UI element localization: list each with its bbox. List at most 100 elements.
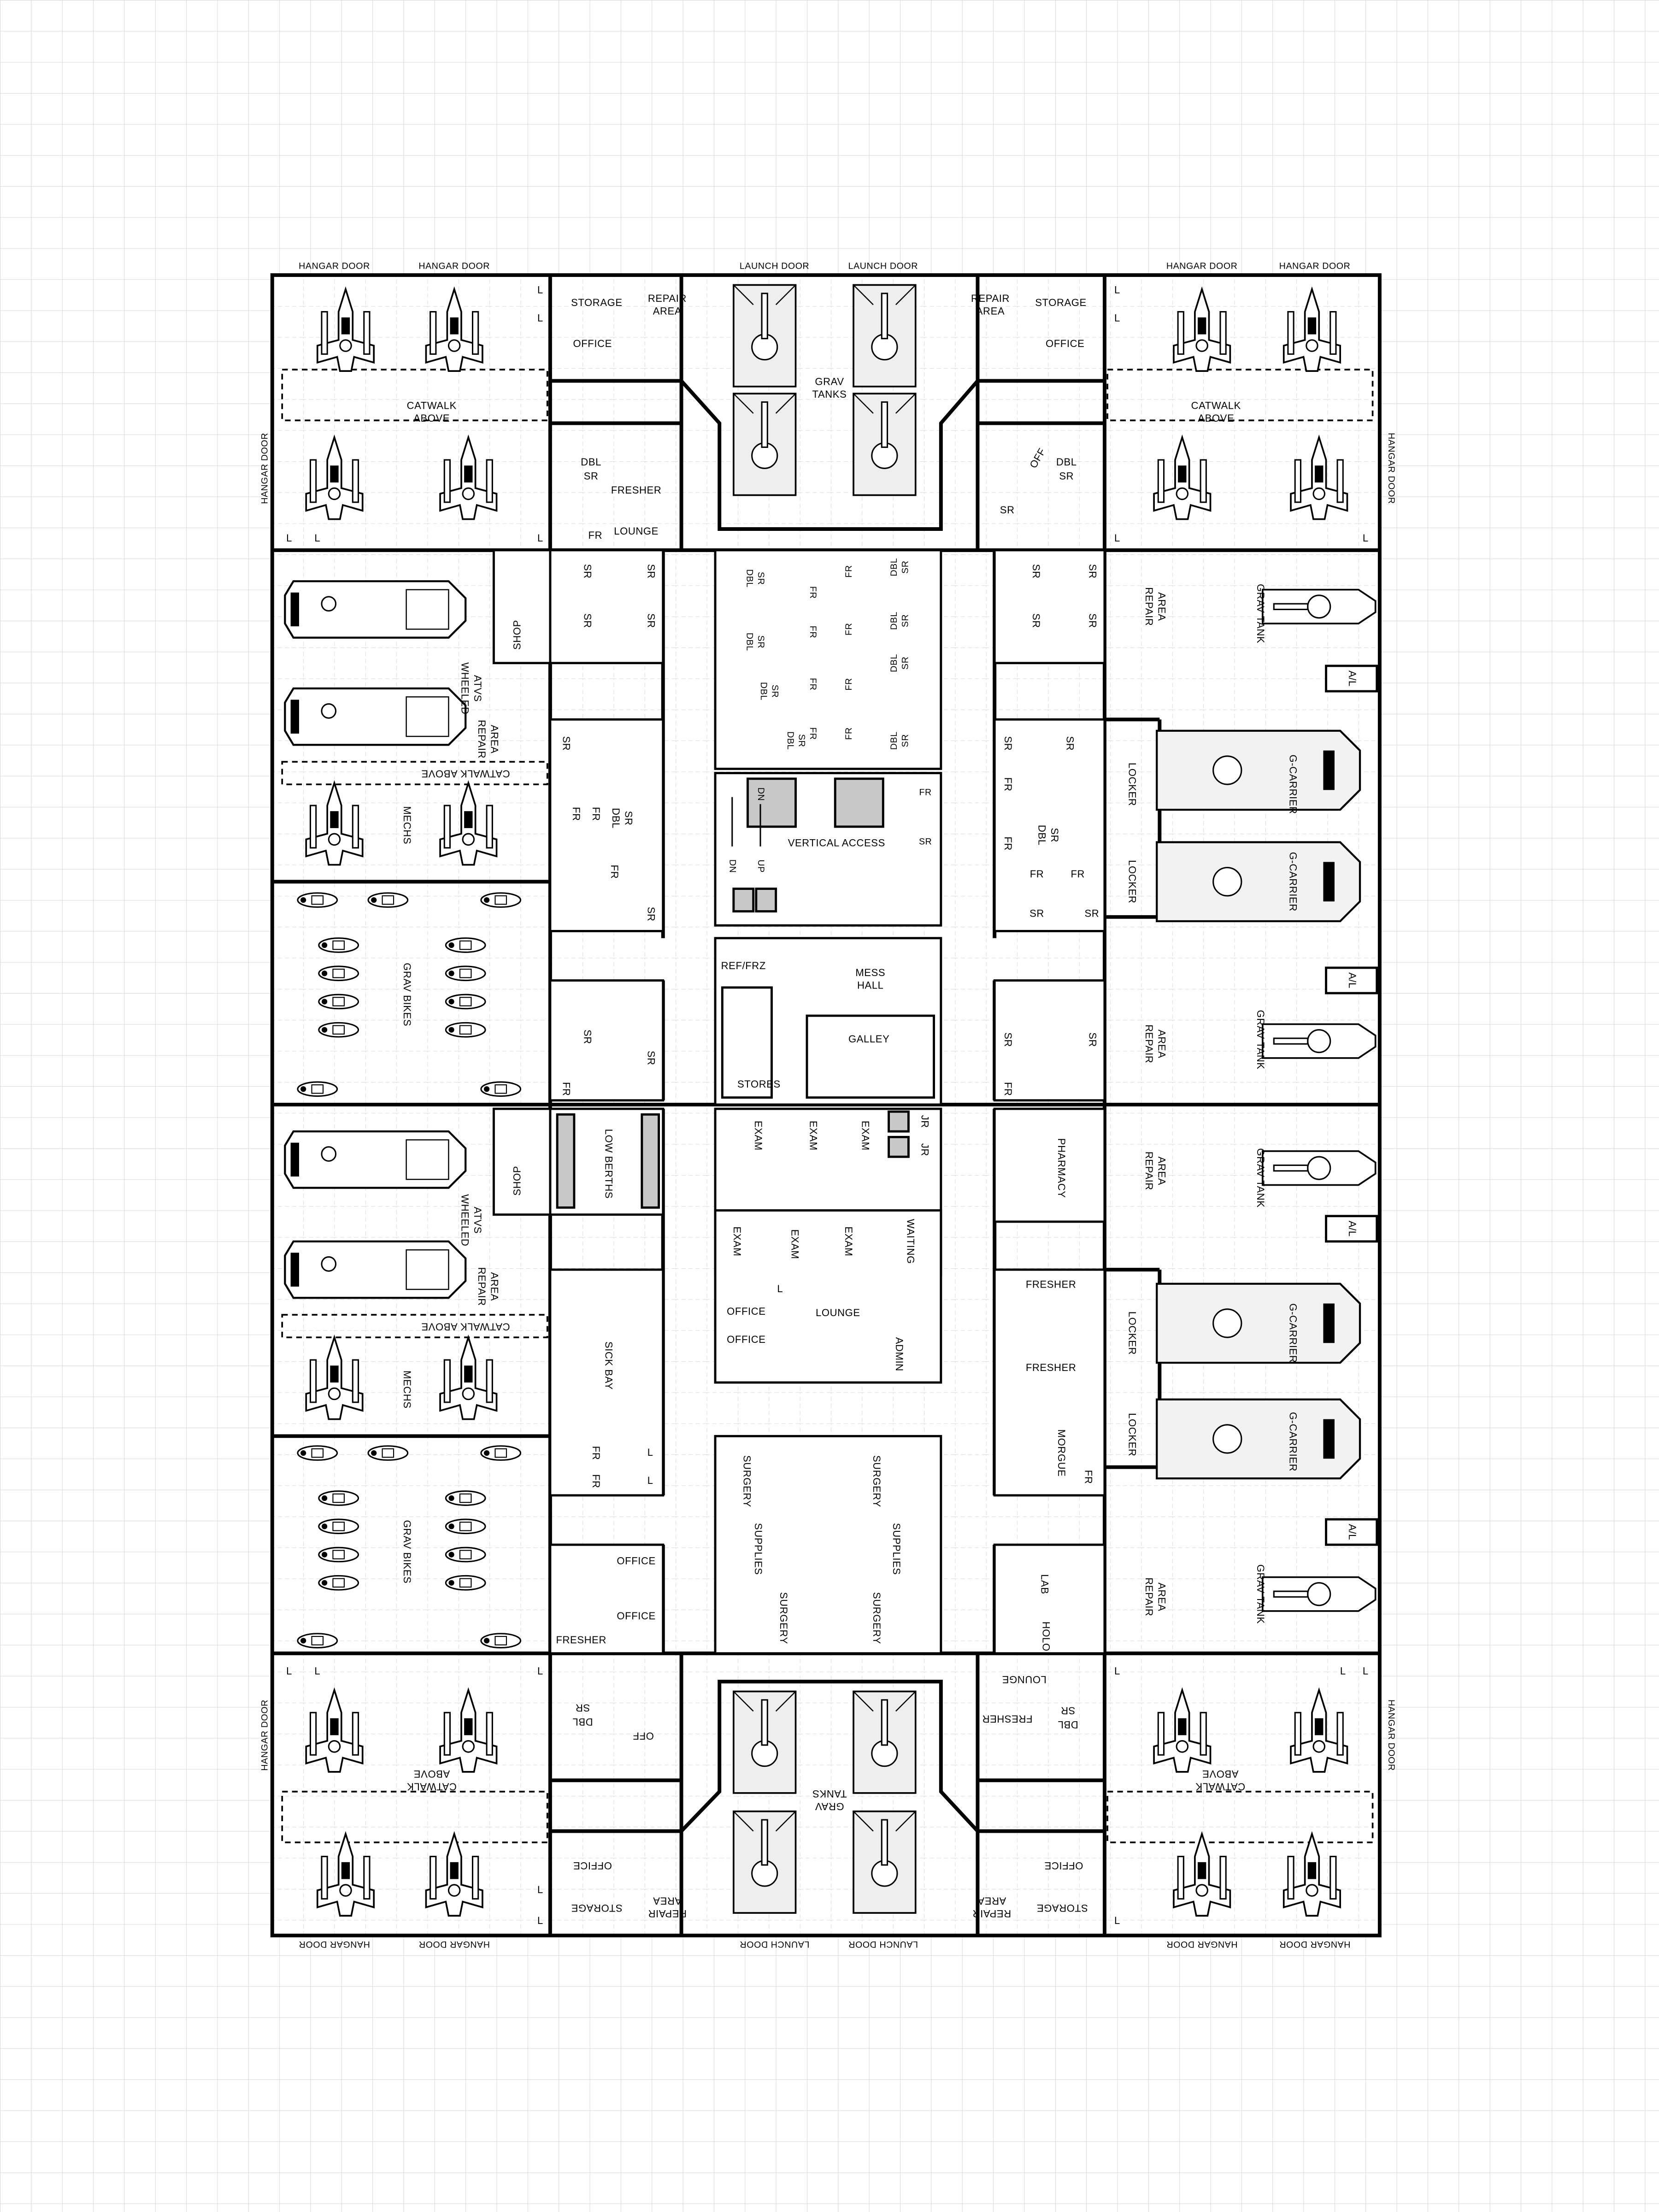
dbl-label: DBL xyxy=(785,731,795,750)
wheeled-atvs-label: ATVS xyxy=(472,675,483,702)
repair-area-label: AREA xyxy=(976,305,1005,317)
sr-label: SR xyxy=(1087,564,1099,579)
g-carrier-label: G-CARRIER xyxy=(1287,1412,1299,1471)
grav-tank-icon xyxy=(733,284,797,388)
lower-left-labels: SHOP LOW BERTHS WHEELED ATVS REPAIR AREA… xyxy=(401,1129,655,1646)
catwalk-label: CATWALK ABOVE xyxy=(421,1321,510,1333)
grav-tank-icon xyxy=(853,393,917,496)
galley-label: GALLEY xyxy=(848,1033,889,1045)
repair-area-label: AREA xyxy=(1156,592,1168,621)
locker-label: L xyxy=(1114,1915,1120,1926)
locker-label: L xyxy=(1340,1665,1346,1677)
stairs-down-label: DN xyxy=(728,859,738,873)
grav-tank-icon xyxy=(733,1690,797,1794)
grav-tank-icon xyxy=(1261,1023,1377,1059)
fresher-label: FRESHER xyxy=(611,484,662,496)
locker-label: L xyxy=(1363,532,1369,544)
fr-label: FR xyxy=(808,727,818,740)
locker-label: L xyxy=(777,1283,783,1294)
fr-label: FR xyxy=(844,727,854,740)
catwalk-label: ABOVE xyxy=(413,1768,450,1780)
admin-label: ADMIN xyxy=(894,1337,905,1371)
hangar-door-label: HANGAR DOOR xyxy=(299,1939,370,1949)
upper-left-rooms-labels: SR SR SR SR FR FR SR DBL SR FR SR SR FR … xyxy=(561,564,657,1096)
office-label: OFFICE xyxy=(617,1610,655,1622)
sr-label: SR xyxy=(561,736,572,751)
office-label: OFFICE xyxy=(573,1860,612,1871)
mechs-label: MECHS xyxy=(401,1371,413,1409)
fr-label: FR xyxy=(1082,1470,1094,1484)
repair-area-label: REPAIR xyxy=(1143,1577,1155,1616)
dbl-sr-label: SR xyxy=(575,1702,590,1713)
locker-label: L xyxy=(314,532,320,544)
catwalk-label: CATWALK xyxy=(407,400,457,411)
hangar-door-label: HANGAR DOOR xyxy=(1166,261,1238,271)
locker-label: L xyxy=(1114,532,1120,544)
bottom-section-labels: HANGAR DOOR HANGAR DOOR HANGAR DOOR HANG… xyxy=(260,1665,1397,1949)
supplies-label: SUPPLIES xyxy=(753,1523,764,1575)
sr-label: SR xyxy=(1000,504,1015,516)
repair-area-label: REPAIR xyxy=(648,1908,687,1919)
sr-label: SR xyxy=(1030,613,1042,628)
catwalks xyxy=(281,369,1374,1843)
sr-label: SR xyxy=(645,1051,657,1065)
dbl-label: DBL xyxy=(759,682,769,700)
sr-label: SR xyxy=(645,613,657,628)
g-carrier-icon xyxy=(1157,1400,1360,1478)
sr-label: SR xyxy=(645,907,657,922)
lounge-label: LOUNGE xyxy=(614,525,659,537)
storage-label: STORAGE xyxy=(571,297,623,308)
fr-label: FR xyxy=(844,565,854,577)
grav-tank-icon xyxy=(1261,1576,1377,1612)
sr-label: SR xyxy=(1049,828,1060,842)
upper-right-labels: REPAIR AREA GRAV TANK A/L LOCKER G-CARRI… xyxy=(1126,584,1378,1070)
hangar-door-label: HANGAR DOOR xyxy=(418,261,490,271)
office-label: OFFICE xyxy=(1044,1860,1083,1871)
locker-label: L xyxy=(537,1884,543,1895)
fresher-label: FRESHER xyxy=(1026,1279,1077,1290)
repair-area-label: AREA xyxy=(489,1272,500,1301)
dbl-label: DBL xyxy=(744,569,754,588)
catwalk-label: ABOVE xyxy=(1202,1768,1238,1780)
fr-label: FR xyxy=(571,807,582,821)
mess-hall-label: MESS xyxy=(855,967,885,978)
launch-door-label: LAUNCH DOOR xyxy=(740,261,809,271)
grav-tank-icon xyxy=(853,1690,917,1794)
locker-label: LOCKER xyxy=(1126,763,1138,806)
sr-label: SR xyxy=(582,564,594,579)
catwalk-label: CATWALK xyxy=(1195,1781,1245,1793)
catwalk-label: CATWALK xyxy=(407,1781,457,1793)
shop-label: SHOP xyxy=(511,1166,523,1196)
fresher-label: FRESHER xyxy=(1026,1362,1077,1373)
sr-label: SR xyxy=(756,572,766,585)
grav-tank-icon xyxy=(1261,1150,1377,1186)
surgery-label: SURGERY xyxy=(778,1592,789,1644)
locker-label: L xyxy=(537,284,543,295)
dbl-sr-label: DBL xyxy=(572,1716,593,1728)
fr-label: FR xyxy=(1002,836,1014,851)
dbl-label: DBL xyxy=(1036,825,1047,846)
sr-label: SR xyxy=(1030,564,1042,579)
airlock-label: A/L xyxy=(1347,1524,1358,1540)
repair-area-label: REPAIR xyxy=(1143,1152,1155,1190)
surgery-label: SURGERY xyxy=(871,1455,882,1507)
locker-label: L xyxy=(537,312,543,324)
catwalk-label: ABOVE xyxy=(413,412,450,424)
dbl-sr-label: SR xyxy=(1059,471,1074,482)
locker-label: L xyxy=(1114,1665,1120,1677)
grav-tank-icon xyxy=(733,1810,797,1914)
sr-label: SR xyxy=(623,811,634,826)
dbl-sr-label: SR xyxy=(1060,1705,1075,1716)
exam-label: EXAM xyxy=(807,1121,819,1151)
locker-label: L xyxy=(537,532,543,544)
grav-tank-label: GRAV TANK xyxy=(1255,1565,1266,1624)
sr-label: SR xyxy=(1087,1032,1099,1047)
grav-tanks-label: TANKS xyxy=(812,388,847,400)
lounge-label: LOUNGE xyxy=(816,1307,860,1318)
sr-label: SR xyxy=(919,837,932,847)
fresher-label: FRESHER xyxy=(556,1634,606,1646)
wheeled-atvs-label: ATVS xyxy=(472,1207,483,1234)
low-berths-label: LOW BERTHS xyxy=(603,1129,615,1199)
repair-area-label: AREA xyxy=(489,725,500,753)
catwalk-label: CATWALK ABOVE xyxy=(421,768,510,780)
